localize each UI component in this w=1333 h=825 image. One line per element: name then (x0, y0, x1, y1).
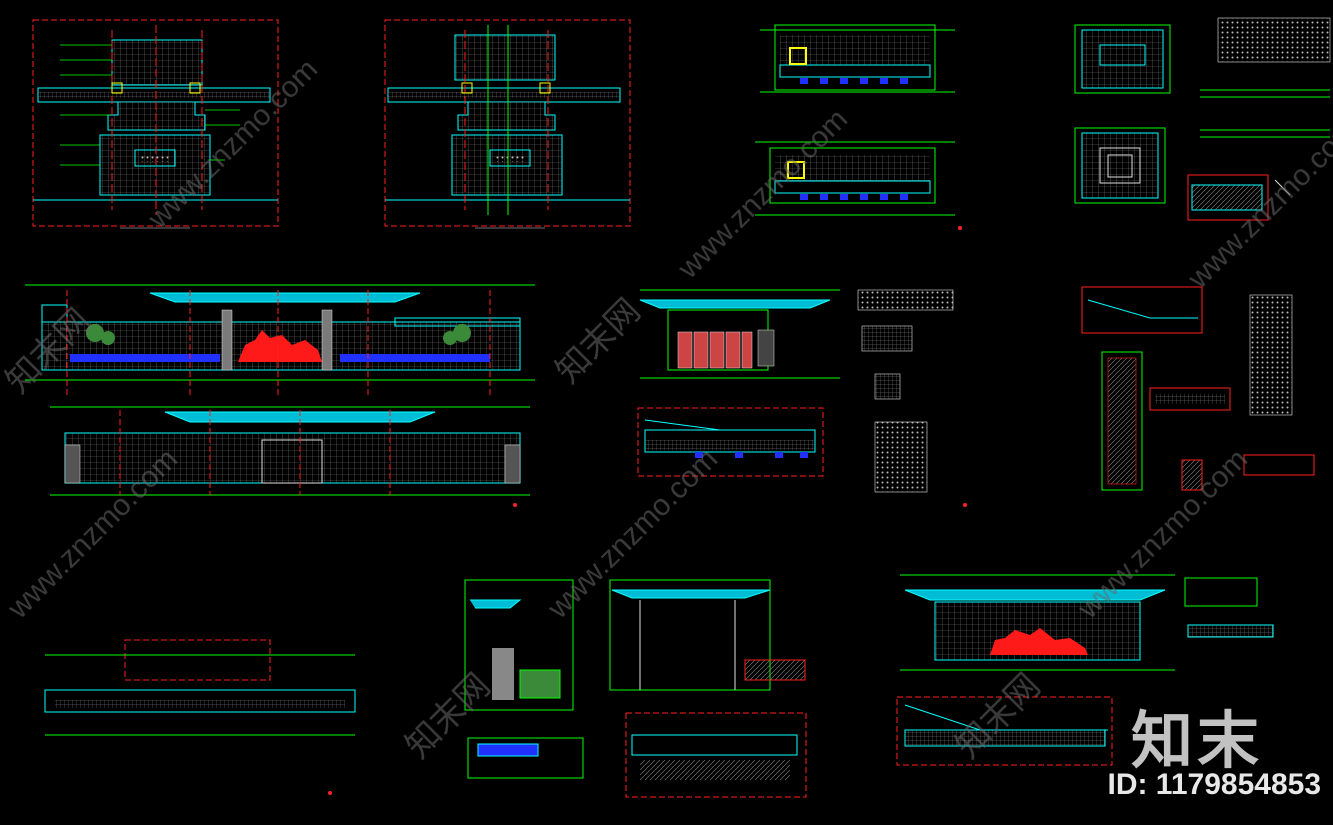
watermark-logo: 知末 (1130, 704, 1263, 777)
elevation-drawing-rockery (896, 574, 1274, 766)
watermark-cn-4: 知末网 (949, 667, 1048, 766)
section-drawings-top (755, 24, 962, 230)
detail-drawings-top-right (1074, 17, 1331, 221)
pillar-detail-drawings (1081, 286, 1315, 491)
site-plan-bottom-left (44, 639, 356, 795)
plan-drawing-b (384, 19, 631, 229)
watermark-id: ID: 1179854853 (1107, 768, 1321, 801)
plan-drawing-a (32, 19, 279, 229)
detail-drawings-center-right (857, 289, 967, 507)
elevation-drawing-secondary (50, 406, 530, 507)
elevation-drawing-main (25, 284, 535, 395)
section-drawings-bottom (464, 579, 807, 798)
watermark-url-6: www.znzmo.com (1071, 442, 1254, 625)
watermark-cn-2: 知末网 (549, 292, 648, 391)
gate-elevation-center (637, 289, 840, 477)
